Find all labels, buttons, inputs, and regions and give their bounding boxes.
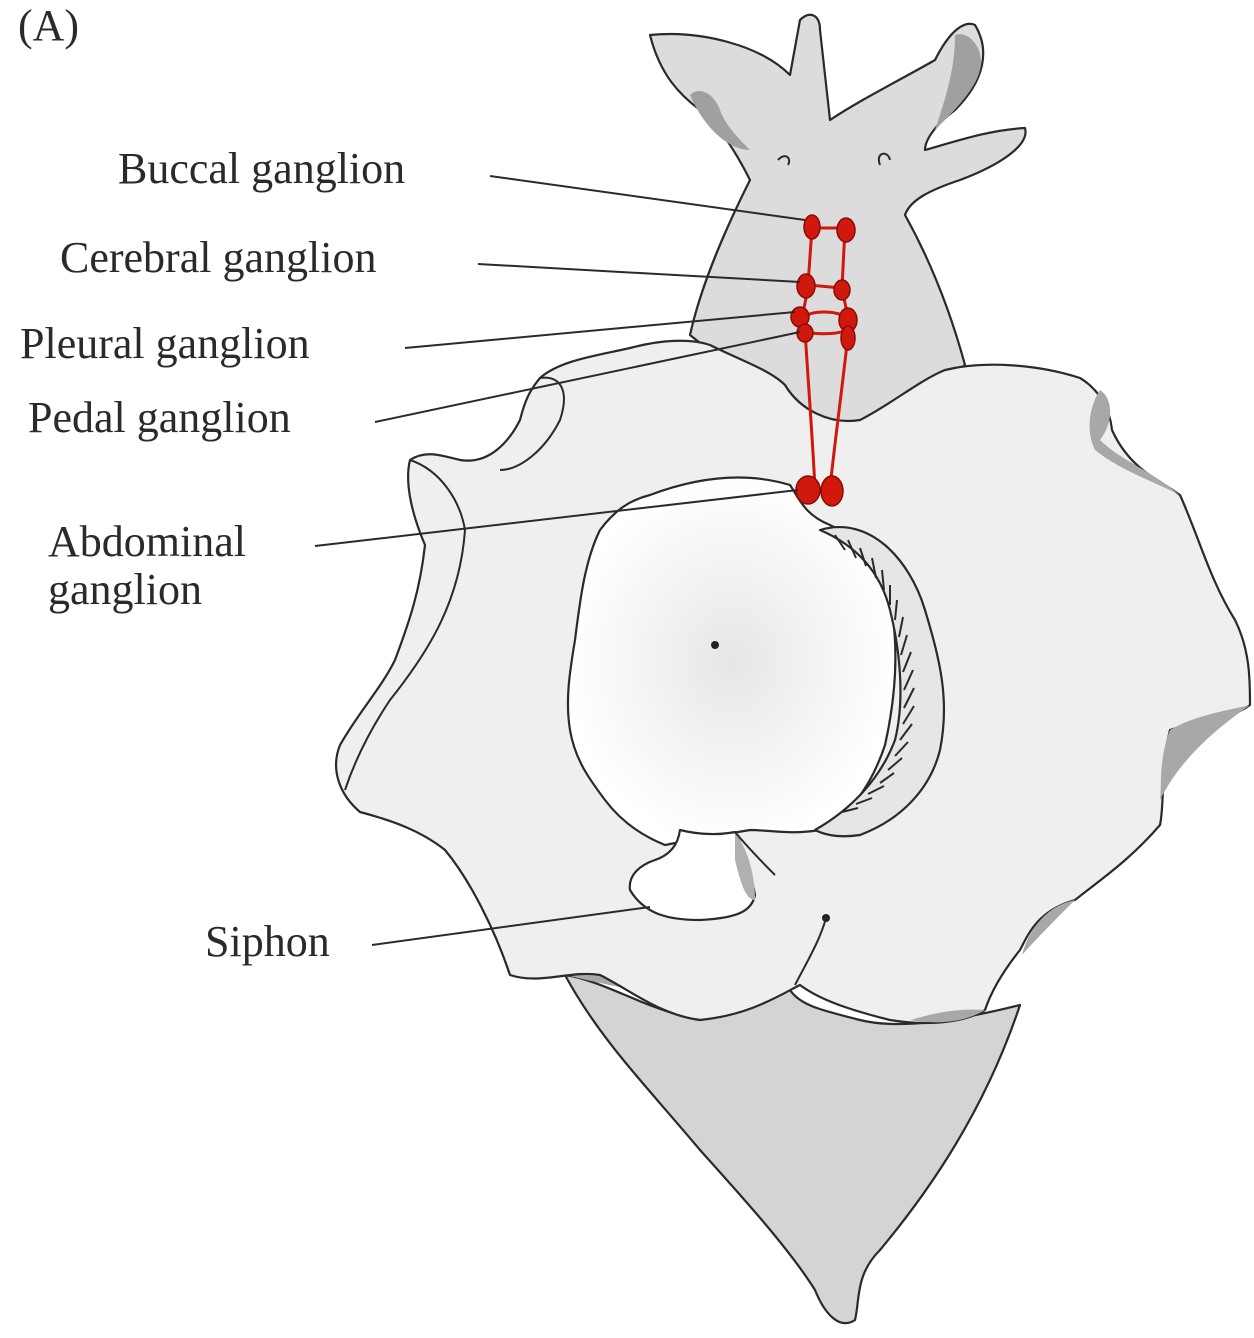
cavity-dot bbox=[711, 641, 719, 649]
tail bbox=[565, 975, 1020, 1323]
label-abdominal-line1: Abdominal bbox=[48, 517, 246, 566]
label-pleural-ganglion: Pleural ganglion bbox=[20, 319, 310, 368]
label-pedal-ganglion: Pedal ganglion bbox=[28, 393, 291, 442]
panel-letter: (A) bbox=[18, 1, 79, 50]
label-cerebral-ganglion: Cerebral ganglion bbox=[60, 233, 376, 282]
label-siphon: Siphon bbox=[205, 917, 330, 966]
label-buccal-ganglion: Buccal ganglion bbox=[118, 144, 405, 193]
label-abdominal-line2: ganglion bbox=[48, 565, 202, 614]
